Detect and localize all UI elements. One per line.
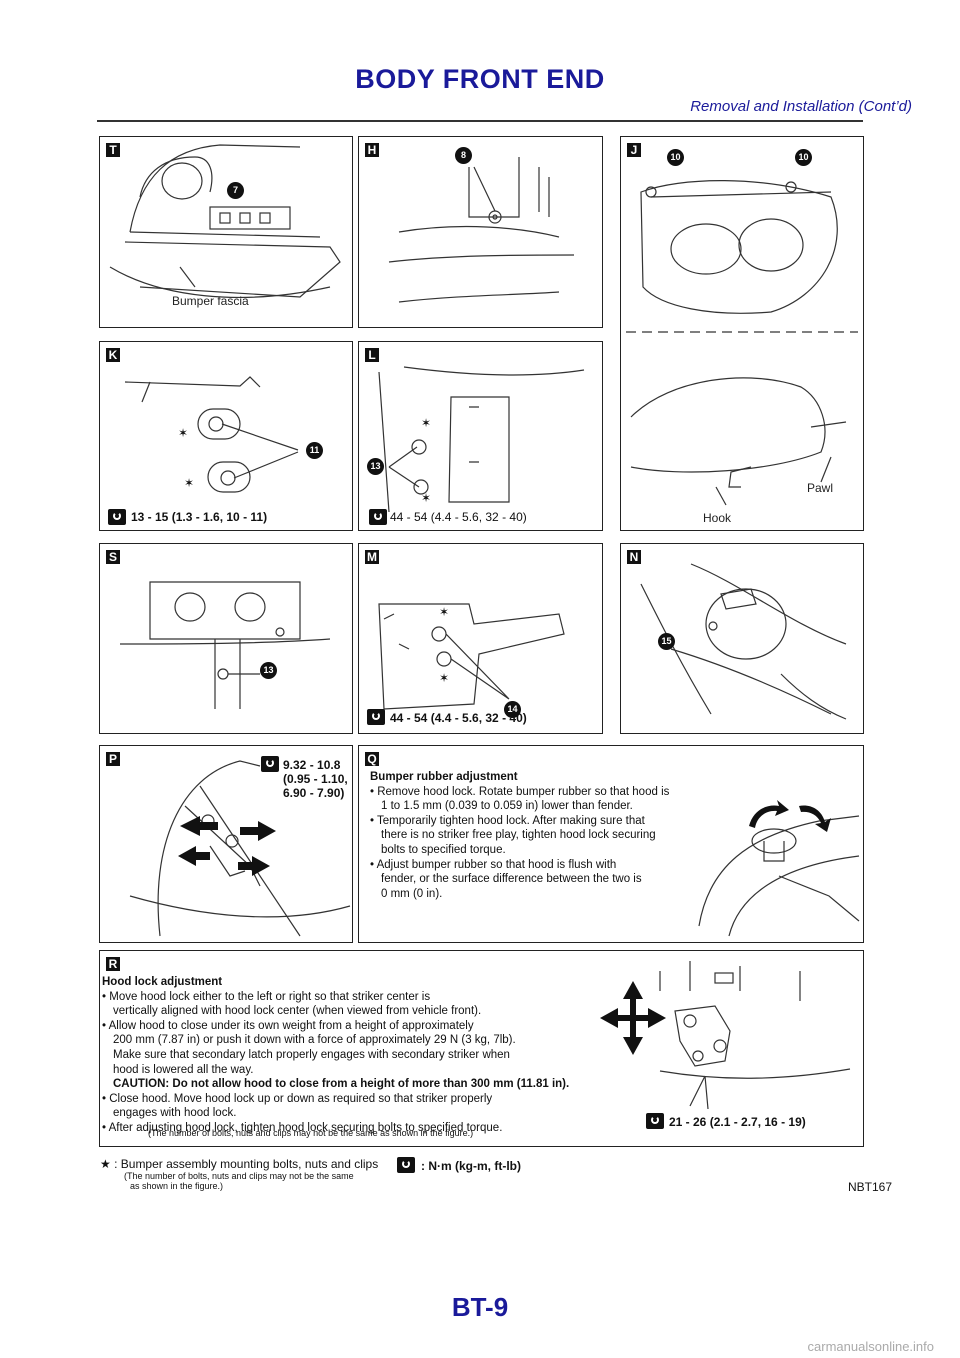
panel-k: K ✶✶ 11 13 - 15 (1.3 - 1.6, 10 - 11)	[99, 341, 353, 531]
panel-p: P 9.32 - 10.8 (0.95 - 1.10, 6.90 - 7.90)	[99, 745, 353, 943]
callout-7: 7	[227, 182, 244, 199]
step-text: there is no striker free play, tighten h…	[381, 829, 656, 842]
panel-n: N 15	[620, 543, 864, 734]
headlamp-hook-illustration	[626, 180, 858, 506]
page-title: BODY FRONT END	[355, 64, 605, 94]
svg-text:✶: ✶	[439, 671, 449, 685]
bumper-rubber-illustration	[698, 800, 860, 937]
panel-tag: K	[106, 348, 120, 362]
torque-wrench-icon	[108, 509, 126, 525]
bumper-fascia-illustration	[109, 144, 341, 298]
panel-tag: J	[627, 143, 641, 157]
pawl-label: Pawl	[807, 481, 834, 495]
mounting-bracket-illustration: ✶✶	[378, 603, 565, 710]
figure-code: NBT167	[847, 1180, 892, 1194]
torque-wrench-icon	[261, 756, 279, 772]
section-heading: Bumper rubber adjustment	[370, 771, 518, 783]
watermark: carmanualsonline.info	[807, 1339, 934, 1354]
panel-tag: P	[106, 752, 120, 766]
panel-q: Q Bumper rubber adjustment Remove hood l…	[358, 745, 864, 943]
step-text: 0 mm (0 in).	[381, 887, 443, 900]
torque-value: 13 - 15 (1.3 - 1.6, 10 - 11)	[131, 510, 268, 524]
step-text: bolts to specified torque.	[381, 843, 506, 856]
step-text: Move hood lock either to the left or rig…	[102, 990, 602, 1005]
torque-line-3: 6.90 - 7.90)	[283, 786, 345, 800]
hood-hinge-illustration	[129, 760, 351, 937]
callout-10-right: 10	[795, 149, 812, 166]
panel-tag: N	[627, 550, 641, 564]
step-text: Close hood. Move hood lock up or down as…	[102, 1092, 602, 1107]
panel-tag: T	[106, 143, 120, 157]
torque-wrench-icon	[369, 509, 387, 525]
page-subtitle: Removal and Installation (Cont’d)	[690, 98, 912, 115]
panel-tag: R	[106, 957, 120, 971]
callout-13: 13	[260, 662, 277, 679]
step-text: After adjusting hood lock, tighten hood …	[102, 1121, 602, 1136]
torque-wrench-icon	[397, 1157, 415, 1173]
callout-11: 11	[306, 442, 323, 459]
callout-13: 13	[367, 458, 384, 475]
panel-tag: S	[106, 550, 120, 564]
bumper-fascia-label: Bumper fascia	[172, 294, 249, 308]
callout-14: 14	[504, 701, 521, 718]
section-heading: Hood lock adjustment	[102, 976, 223, 988]
panel-tag: L	[365, 348, 379, 362]
torque-value: 21 - 26 (2.1 - 2.7, 16 - 19)	[669, 1115, 806, 1129]
panel-tag: H	[365, 143, 379, 157]
step-text: fender, or the surface difference betwee…	[381, 873, 642, 886]
step-text: 200 mm (7.87 in) or push it down with a …	[113, 1034, 516, 1047]
star-legend: ★ : Bumper assembly mounting bolts, nuts…	[100, 1157, 379, 1171]
step-text: Adjust bumper rubber so that hood is flu…	[370, 858, 690, 873]
bracket-illustration	[119, 581, 331, 709]
step-text: 1 to 1.5 mm (0.039 to 0.059 in) lower th…	[381, 800, 633, 813]
svg-text:✶: ✶	[421, 416, 431, 430]
torque-line-2: (0.95 - 1.10,	[283, 772, 348, 786]
step-text: engages with hood lock.	[113, 1107, 237, 1120]
step-text: hood is lowered all the way.	[113, 1063, 254, 1076]
bracket-bolt-illustration: ✶✶	[378, 366, 585, 513]
panel-s: S 13	[99, 543, 353, 734]
callout-8: 8	[455, 147, 472, 164]
hood-lock-instructions: Hood lock adjustment Move hood lock eith…	[102, 975, 602, 1136]
step-text: Remove hood lock. Rotate bumper rubber s…	[370, 785, 690, 800]
step-text: Allow hood to close under its own weight…	[102, 1019, 602, 1034]
star-note-2: as shown in the figure.)	[130, 1181, 224, 1191]
page-number: BT-9	[451, 1292, 509, 1322]
torque-value: 44 - 54 (4.4 - 5.6, 32 - 40)	[390, 711, 527, 725]
star-note-1: (The number of bolts, nuts and clips may…	[124, 1171, 354, 1181]
panel-t: T 7 Bumper fascia	[99, 136, 353, 328]
panel-tag: Q	[365, 752, 379, 766]
panel-h: H 8	[358, 136, 603, 328]
panel-l: L ✶✶ 13 44 - 54 (4.4 - 5.6, 32 - 40)	[358, 341, 603, 531]
svg-text:✶: ✶	[184, 476, 194, 490]
torque-line-1: 9.32 - 10.8	[283, 758, 341, 772]
hook-label: Hook	[703, 511, 732, 525]
svg-text:✶: ✶	[439, 605, 449, 619]
svg-text:✶: ✶	[178, 426, 188, 440]
bolt-slot-illustration: ✶✶	[124, 376, 299, 493]
panel-m: M ✶✶ 14 44 - 54 (4.4 - 5.6, 32 - 40)	[358, 543, 603, 734]
hood-lock-illustration	[600, 961, 851, 1110]
callout-10-left: 10	[667, 149, 684, 166]
torque-value: 44 - 54 (4.4 - 5.6, 32 - 40)	[390, 510, 527, 524]
torque-wrench-icon	[646, 1113, 664, 1129]
svg-text:✶: ✶	[421, 491, 431, 505]
torque-unit-legend: : N·m (kg-m, ft-lb)	[421, 1159, 521, 1173]
panel-r: R Hood lock adjustment Move hood lock ei…	[99, 950, 864, 1147]
bumper-rubber-instructions: Bumper rubber adjustment Remove hood loc…	[370, 770, 690, 901]
caution-text: CAUTION: Do not allow hood to close from…	[113, 1078, 570, 1091]
panel-tag: M	[365, 550, 379, 564]
header-rule	[97, 120, 863, 122]
step-text: Temporarily tighten hood lock. After mak…	[370, 814, 690, 829]
panel-j: J 10 10 Pawl Hook	[620, 136, 864, 531]
step-text: vertically aligned with hood lock center…	[113, 1005, 482, 1018]
callout-15: 15	[658, 633, 675, 650]
step-text: Make sure that secondary latch properly …	[113, 1048, 510, 1061]
bolt-location-illustration	[388, 157, 575, 303]
torque-wrench-icon	[367, 709, 385, 725]
